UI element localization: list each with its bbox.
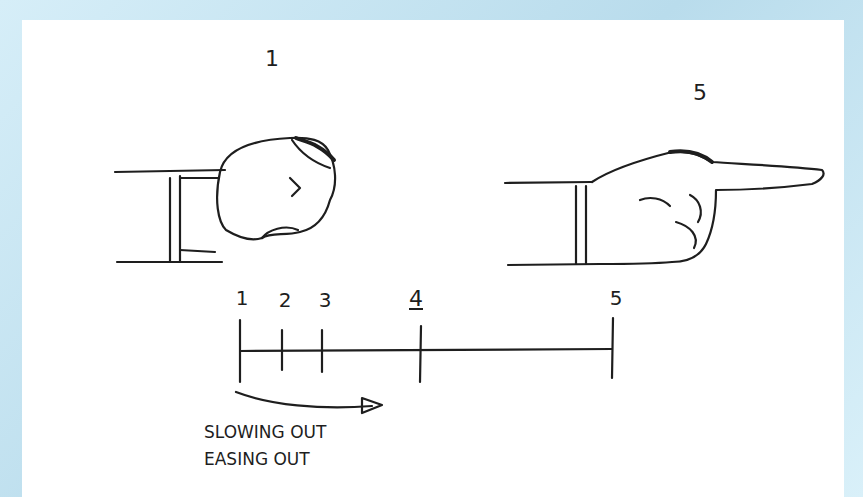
fist-outline	[217, 138, 335, 239]
timeline	[240, 349, 612, 351]
tick	[612, 318, 613, 378]
arm-line	[505, 182, 592, 183]
cuff-line	[170, 176, 180, 262]
curved-arrow	[236, 392, 372, 407]
finger-line	[262, 228, 298, 238]
cuff-line	[180, 178, 218, 252]
frame-number: 1	[265, 48, 279, 70]
white-panel	[22, 20, 844, 497]
frame-number: 5	[693, 82, 707, 104]
thumb-line	[640, 198, 670, 206]
tick-number: 4	[409, 288, 423, 310]
tick-number: 3	[319, 290, 332, 310]
tick	[321, 330, 323, 372]
thumb-line	[290, 178, 300, 196]
hand-shade	[670, 151, 712, 162]
arm-line	[115, 170, 225, 172]
arrow-head	[362, 398, 382, 413]
tick	[281, 330, 283, 370]
cuff-line	[576, 186, 586, 264]
easing-note: SLOWING OUT	[204, 424, 326, 441]
tick-number: 1	[236, 288, 249, 308]
tick	[420, 326, 421, 382]
fist-shade	[296, 138, 334, 160]
tick-number: 2	[279, 290, 292, 310]
easing-note: EASING OUT	[204, 451, 310, 468]
tick	[239, 320, 241, 382]
pointing-hand-outline	[592, 152, 824, 264]
tick-number: 5	[610, 288, 623, 308]
finger-line	[676, 195, 701, 248]
